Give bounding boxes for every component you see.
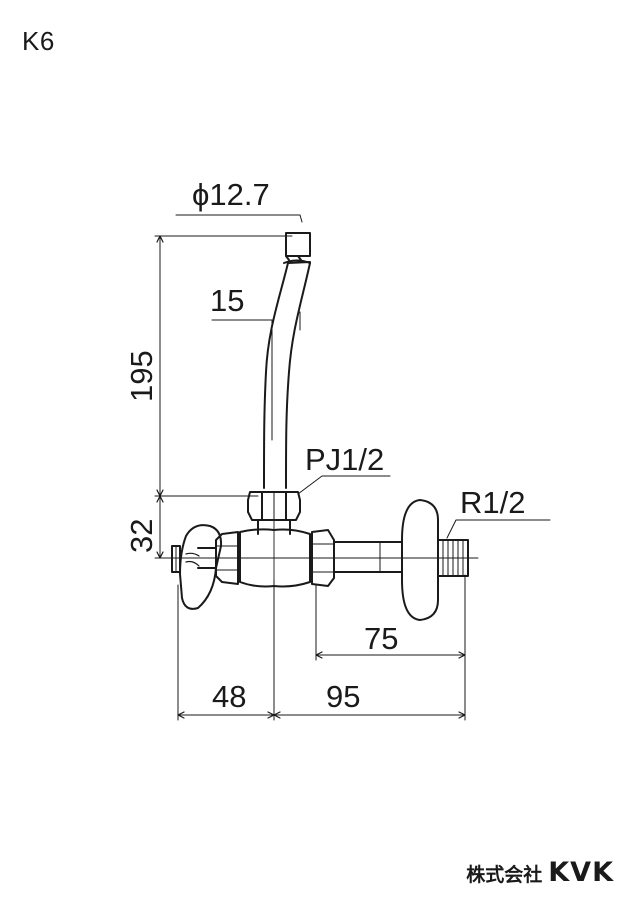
brand-mark: KVK	[548, 857, 614, 888]
model-number: K6	[22, 26, 55, 56]
dimension-labels: ϕ12.7 15 195 32 PJ1/2 R1/2 75 48 95	[124, 177, 525, 714]
union-nut	[311, 529, 335, 587]
wall-flange	[401, 499, 439, 621]
label-height-lower: 32	[124, 519, 159, 553]
outlet-pipe	[333, 541, 403, 573]
pj-nut	[247, 491, 301, 521]
flexible-tube-left	[263, 262, 289, 489]
valve-main-body	[239, 528, 311, 588]
tube-cap	[285, 232, 311, 257]
company-name: 株式会社	[466, 864, 543, 886]
dimension-lines	[154, 214, 551, 721]
flexible-tube-right	[285, 262, 311, 489]
label-left-48: 48	[212, 679, 246, 714]
label-right-95: 95	[326, 679, 360, 714]
label-height-upper: 195	[124, 350, 159, 402]
label-offset: 15	[210, 283, 244, 318]
dimension-arrows	[156, 235, 466, 719]
label-tube-diameter: ϕ12.7	[192, 177, 270, 212]
label-pipe-thread: R1/2	[460, 485, 525, 520]
handle-knob	[171, 545, 181, 573]
bonnet-nut	[215, 531, 239, 585]
handle	[179, 524, 223, 610]
label-nut-thread: PJ1/2	[305, 442, 384, 477]
brand-logo: 株式会社 KVK	[466, 857, 614, 888]
valve-body	[171, 232, 469, 621]
label-length-75: 75	[364, 621, 398, 656]
